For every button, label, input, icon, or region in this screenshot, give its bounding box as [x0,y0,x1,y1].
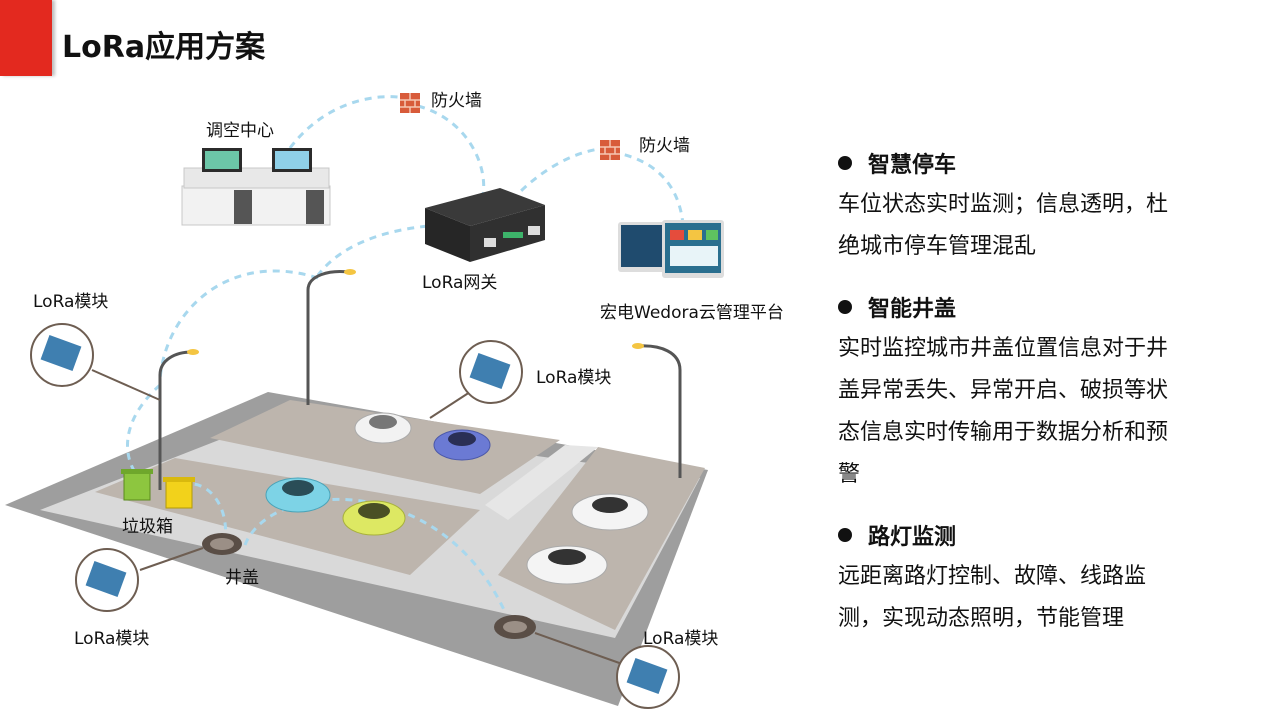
trash-bin-green [121,469,153,501]
car-white-3 [526,545,608,585]
parking-lot-right [498,447,705,630]
cloud-platform-label: 宏电Wedora云管理平台 [600,303,784,323]
car-white-2 [571,493,649,531]
lora-module-bottom-left-label: LoRa模块 [74,629,150,649]
gateway-graphic [425,188,545,262]
dispatch-center-graphic [181,148,331,226]
car-white-1 [354,412,412,444]
feature-description: 车位状态实时监测；信息透明，杜绝城市停车管理混乱 [838,192,1169,259]
feature-list: 智慧停车 车位状态实时监测；信息透明，杜绝城市停车管理混乱 智能井盖 实时监控城… [838,146,1258,662]
firewall-2-graphic [600,140,620,160]
lora-module-bottom-right-label: LoRa模块 [643,629,719,649]
street-lamp-2 [639,344,682,478]
firewall-1-graphic [400,93,420,113]
lane-divider [485,445,598,520]
feature-streetlight-monitoring: 路灯监测 远距离路灯控制、故障、线路监测，实现动态照明，节能管理 [838,518,1258,640]
car-yellow [342,500,406,536]
feature-heading: 智慧停车 [868,153,957,178]
street-lamp-3 [158,350,193,490]
manhole-label: 井盖 [225,568,259,588]
trash-bin-label: 垃圾箱 [122,517,173,537]
parking-lot-back [210,400,560,494]
feature-smart-manhole: 智能井盖 实时监控城市井盖位置信息对于井盖异常丢失、异常开启、破损等状态信息实时… [838,290,1258,496]
bullet-dot [838,156,852,170]
firewall-1-label: 防火墙 [431,91,482,111]
lora-module-left-label: LoRa模块 [33,292,109,312]
firewall-2-label: 防火墙 [639,136,690,156]
title-accent-bar [0,0,52,76]
street-lamp-1 [306,270,349,405]
link-gateway-lamp [316,223,441,276]
lora-module-middle-callout [459,340,523,404]
cloud-platform-graphic [618,220,724,278]
link-manhole-manhole2 [243,498,507,613]
lora-module-bottom-left-callout [75,548,139,612]
lora-module-left-callout [30,323,94,387]
link-firewall-gateway [417,104,486,201]
car-cyan [265,477,331,513]
bullet-dot [838,528,852,542]
lora-network-diagram [5,93,724,709]
bullet-dot [838,300,852,314]
manhole-2 [494,615,536,639]
link-gateway-firewall2 [510,146,609,202]
feature-smart-parking: 智慧停车 车位状态实时监测；信息透明，杜绝城市停车管理混乱 [838,146,1258,268]
link-firewall2-cloud [611,150,685,226]
car-blue [433,429,491,461]
lora-module-middle-label: LoRa模块 [536,368,612,388]
lora-module-bottom-right-callout [616,645,680,709]
feature-description: 远距离路灯控制、故障、线路监测，实现动态照明，节能管理 [838,564,1147,631]
manhole-1 [202,533,242,555]
trash-bin-yellow [163,477,195,509]
page-title: LoRa应用方案 [62,30,266,65]
link-bin-manhole [169,482,228,541]
feature-heading: 智能井盖 [868,297,957,322]
feature-description: 实时监控城市井盖位置信息对于井盖异常丢失、异常开启、破损等状态信息实时传输用于数… [838,336,1169,487]
feature-heading: 路灯监测 [868,525,957,550]
link-lamp-pole [158,269,319,381]
gateway-label: LoRa网关 [422,273,498,293]
link-pole-bin [126,383,162,480]
dispatch-center-label: 调空中心 [206,121,274,141]
link-center-firewall [288,95,413,149]
